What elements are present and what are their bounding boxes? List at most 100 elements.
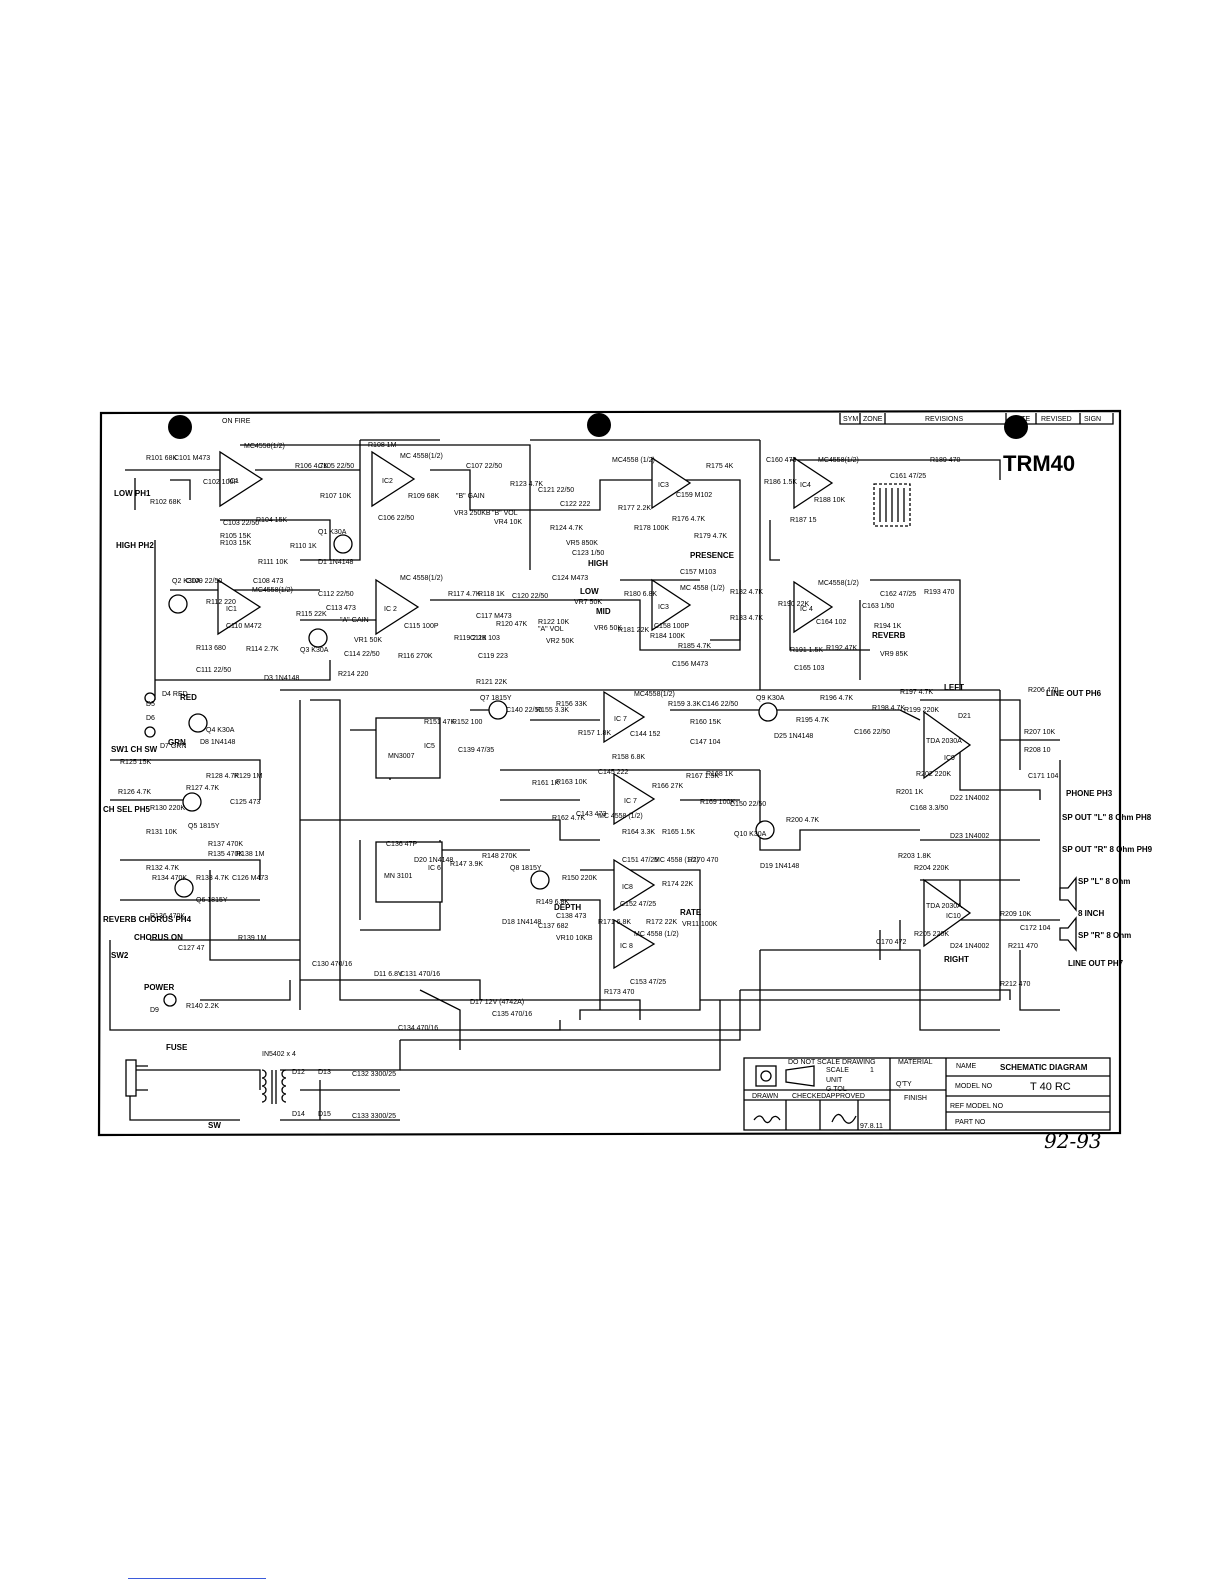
part-label: R165 1.5K	[662, 829, 695, 836]
part-label: R205 220K	[914, 931, 949, 938]
tb-model-label: MODEL NO	[955, 1083, 993, 1090]
part-label: D19 1N4148	[760, 863, 799, 870]
part-label: R150 220K	[562, 875, 597, 882]
ic2b-type: MC 4558(1/2)	[400, 575, 443, 582]
label-reverb: REVERB	[872, 631, 906, 640]
ic4a-type: MC4558(1/2)	[818, 457, 859, 464]
part-label: R122 10K	[538, 619, 569, 626]
part-label: R131 10K	[146, 829, 177, 836]
part-label: C134 470/16	[398, 1025, 438, 1032]
punch-hole-center	[587, 413, 611, 437]
part-label: C110 M472	[226, 623, 262, 630]
part-label: D12	[292, 1069, 305, 1076]
jack-sp-out-l: SP OUT "L" 8 Ohm PH8	[1062, 813, 1152, 822]
part-label: VR5 850K	[566, 540, 598, 547]
ic6-name: IC 6	[428, 865, 441, 872]
part-label: VR4 10K	[494, 519, 522, 526]
ic10-type: TDA 2030A	[926, 903, 962, 910]
label-left: LEFT	[944, 683, 964, 692]
part-label: R108 1M	[368, 442, 397, 449]
part-label: R140 2.2K	[186, 1003, 219, 1010]
ic10-name: IC10	[946, 913, 961, 920]
part-label: R178 100K	[634, 525, 669, 532]
part-label: R114 2.7K	[246, 646, 279, 653]
label-sw: SW	[208, 1121, 221, 1130]
part-label: R110 1K	[290, 543, 317, 550]
opamp-ic4a	[793, 456, 834, 510]
led-indicators	[144, 692, 177, 1007]
part-label: D20 1N4148	[414, 857, 453, 864]
part-label: C163 1/50	[862, 603, 894, 610]
part-label: C170 472	[876, 939, 906, 946]
part-label: C135 470/16	[492, 1011, 532, 1018]
part-label: R104 15K	[256, 517, 287, 524]
part-label: C105 22/50	[318, 463, 354, 470]
part-label: R186 1.5K	[764, 479, 797, 486]
part-label: D5	[146, 701, 155, 708]
part-label: R126 4.7K	[118, 789, 151, 796]
op-amps	[217, 450, 972, 970]
part-label: R135 470K	[208, 851, 243, 858]
part-label: D1 1N4148	[318, 559, 354, 566]
title-block: DO NOT SCALE DRAWING MATERIAL NAME SCHEM…	[743, 1057, 1111, 1131]
part-label: R206 470	[1028, 687, 1058, 694]
ic8a-type: MC 4558 (1/2)	[654, 857, 699, 864]
part-label: C112 22/50	[318, 591, 354, 598]
part-label: R119 2.2K	[454, 635, 487, 642]
ic9-type: TDA 2030A	[926, 738, 962, 745]
revision-header: SYM ZONE REVISIONS DATE REVISED SIGN	[839, 413, 1114, 425]
label-mid: MID	[596, 607, 611, 616]
part-label: R173 470	[604, 989, 634, 996]
part-label: C124 M473	[552, 575, 588, 582]
opamp-ic8a	[613, 858, 656, 912]
part-label: C160 473	[766, 457, 796, 464]
label-right: RIGHT	[944, 955, 969, 964]
opamp-ic4b	[793, 580, 834, 634]
label-gain-b: "B" GAIN	[456, 493, 485, 500]
opamp-ic7a	[603, 690, 646, 744]
part-label: R194 1K	[874, 623, 902, 630]
jack-ph2: HIGH PH2	[116, 541, 154, 550]
ic1a-type: MC4558(1/2)	[244, 443, 285, 450]
part-label: VR3 250KB	[454, 510, 491, 517]
part-label: R123 4.7K	[510, 481, 543, 488]
part-label: D15	[318, 1111, 331, 1118]
tb-drawn: DRAWN	[752, 1093, 778, 1100]
part-label: C101 M473	[174, 455, 210, 462]
part-label: R200 4.7K	[786, 817, 819, 824]
tb-scale-value: 1	[870, 1067, 874, 1074]
jack-sp-l: SP "L" 8 Ohm	[1078, 877, 1130, 886]
part-label: C139 47/35	[458, 747, 494, 754]
part-label: Q5 1815Y	[188, 823, 220, 830]
label-chorus: CHORUS ON	[134, 933, 183, 942]
part-label: C130 470/16	[312, 961, 352, 968]
part-label: C103 22/50	[223, 520, 259, 527]
opamp-ic2a	[371, 450, 416, 508]
part-label: C159 M102	[676, 492, 712, 499]
tb-part-no: PART NO	[955, 1119, 986, 1126]
part-label: R198 4.7K	[872, 705, 905, 712]
jack-ph7: LINE OUT PH7	[1068, 959, 1124, 968]
approved-signature	[831, 1113, 857, 1124]
opamp-ic7b	[613, 772, 656, 826]
tb-approved-date: 97.8.11	[860, 1123, 883, 1130]
ic6-type: MN 3101	[384, 873, 413, 880]
rev-sign: SIGN	[1084, 416, 1101, 423]
part-label: C125 473	[230, 799, 260, 806]
jack-labels: LOW PH1 HIGH PH2 PHONE PH3 REVERB CHORUS…	[103, 489, 1153, 968]
part-label: R105 15K	[220, 533, 251, 540]
rev-date: DATE	[1012, 416, 1030, 423]
part-label: C117 M473	[476, 613, 512, 620]
part-label: R106 4.7K	[295, 463, 328, 470]
part-label: C143 473	[576, 811, 606, 818]
part-label: C102 100P	[203, 479, 238, 486]
part-label: IN5402 x 4	[262, 1051, 296, 1058]
part-label: C107 22/50	[466, 463, 502, 470]
ic1a-name: IC1	[228, 478, 239, 485]
part-label: D14	[292, 1111, 305, 1118]
part-label: VR2 50K	[546, 638, 574, 645]
ic1b-type: MC4558(1/2)	[252, 587, 293, 594]
part-label: C127 47	[178, 945, 205, 952]
part-label: C161 47/25	[890, 473, 926, 480]
part-label: R183 4.7K	[730, 615, 763, 622]
